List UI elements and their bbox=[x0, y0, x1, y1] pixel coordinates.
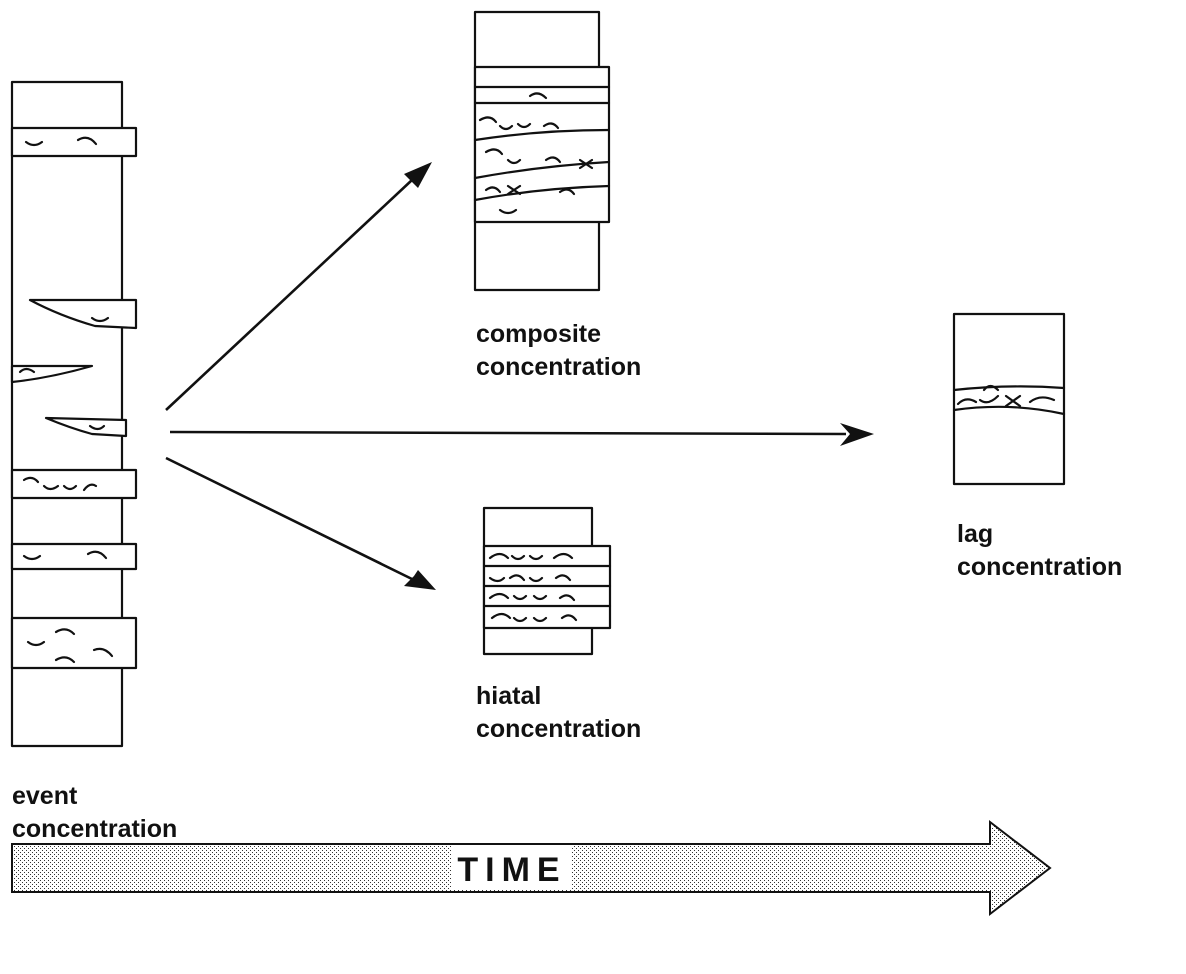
event-lens bbox=[10, 364, 94, 384]
arrow-to-lag bbox=[169, 423, 874, 446]
composite-concentration-label: composite concentration bbox=[476, 318, 641, 384]
label-line: composite bbox=[476, 320, 602, 348]
label-line: event bbox=[12, 782, 78, 810]
label-line: concentration bbox=[12, 815, 178, 843]
label-line: hiatal bbox=[476, 682, 542, 710]
hiatal-concentration-column bbox=[482, 506, 612, 656]
event-bed bbox=[10, 468, 138, 500]
lag-concentration-column bbox=[952, 312, 1066, 486]
composite-concentration-column bbox=[473, 10, 611, 292]
event-concentration-label: event concentration bbox=[12, 780, 177, 846]
time-label-background bbox=[452, 846, 572, 890]
event-wedge-bed bbox=[28, 298, 138, 330]
event-bed bbox=[10, 126, 138, 158]
time-arrow: TIME bbox=[11, 819, 1052, 917]
label-line: concentration bbox=[476, 353, 642, 381]
label-line: concentration bbox=[957, 553, 1123, 581]
event-bed bbox=[10, 616, 138, 670]
hiatal-concentration-label: hiatal concentration bbox=[476, 680, 641, 746]
event-wedge-bed bbox=[44, 416, 128, 438]
label-line: concentration bbox=[476, 715, 642, 743]
event-concentration-column bbox=[10, 80, 138, 748]
lag-concentration-label: lag concentration bbox=[957, 518, 1122, 584]
label-line: lag bbox=[957, 520, 994, 548]
arrow-to-composite bbox=[165, 162, 432, 411]
arrow-to-hiatal bbox=[165, 456, 436, 590]
event-bed bbox=[10, 542, 138, 571]
time-label: TIME bbox=[457, 851, 566, 889]
